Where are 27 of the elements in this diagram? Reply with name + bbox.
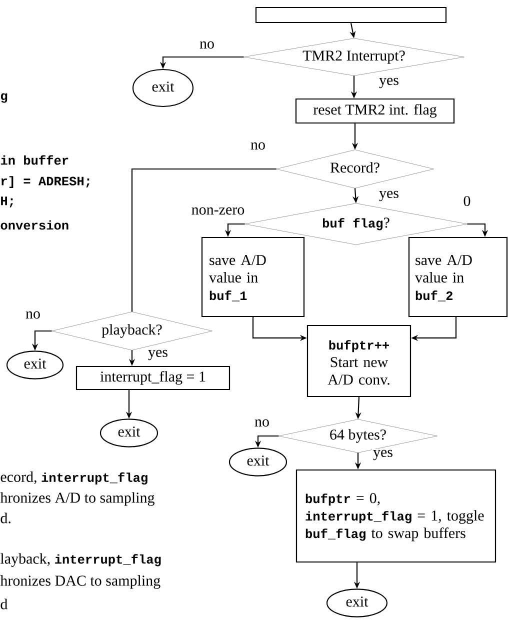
- edge-label: yes: [147, 348, 169, 362]
- process-box: interrupt_flag = 1: [76, 366, 230, 390]
- edge-label: no: [198, 40, 216, 50]
- edge-label: non-zero: [190, 206, 246, 216]
- note-text: hronizes DAC to sampling: [0, 575, 160, 589]
- edge-label: no: [24, 310, 42, 320]
- process-box: save A/D value in buf_1: [201, 236, 305, 318]
- edge-label: no: [254, 418, 270, 428]
- edge-label: no: [250, 141, 266, 151]
- code-text: in buffer: [0, 155, 68, 165]
- edge-label: yes: [372, 448, 394, 462]
- edge-label: yes: [378, 190, 400, 202]
- edge-label: yes: [378, 76, 400, 90]
- process-box: bufptr = 0, interrupt_flag = 1, toggle buf_flag to swap buffers: [296, 469, 496, 563]
- note-text: ecord, interrupt_flag: [0, 471, 148, 485]
- note-text: layback, interrupt_flag: [0, 553, 161, 567]
- empty-box: [255, 6, 447, 24]
- note-text: hronizes A/D to sampling: [0, 492, 154, 506]
- process-box: reset TMR2 int. flag: [295, 98, 455, 124]
- note-text: d.: [0, 512, 10, 524]
- code-text: onversion: [0, 220, 68, 230]
- code-text: H;: [1, 196, 13, 208]
- process-box: save A/D value in buf_2: [408, 236, 508, 318]
- code-text: r] = ADRESH;: [1, 176, 90, 188]
- process-box: bufptr++ Start new A/D conv.: [306, 324, 412, 398]
- code-text: g: [0, 93, 8, 103]
- note-text: d: [0, 598, 8, 610]
